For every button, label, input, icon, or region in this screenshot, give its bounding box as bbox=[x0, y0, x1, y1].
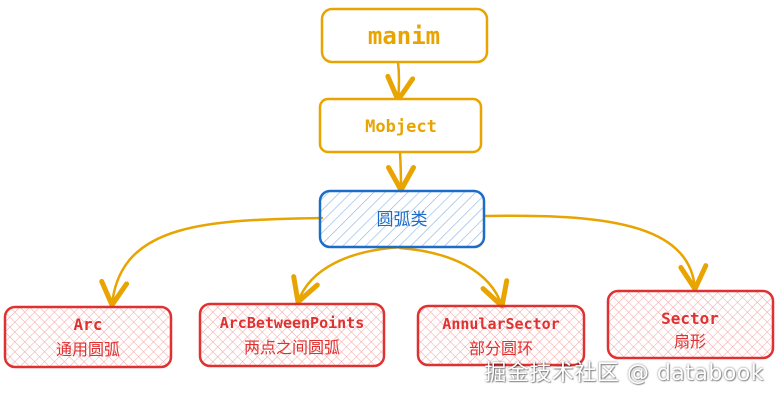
node-arc-class: 圆弧类 bbox=[318, 189, 486, 249]
node-arc-box bbox=[3, 305, 173, 369]
node-arc-between-points-box bbox=[198, 302, 386, 368]
watermark: 掘金技术社区 @ databook bbox=[484, 361, 764, 386]
node-arc-between-points-subtitle: 两点之间圆弧 bbox=[244, 338, 340, 357]
node-arc-class-box bbox=[318, 189, 486, 249]
edge-arc-class-to-sector bbox=[482, 214, 709, 292]
node-mobject-label: Mobject bbox=[365, 117, 437, 137]
node-manim-label: manim bbox=[368, 22, 440, 50]
node-annular-sector-subtitle: 部分圆环 bbox=[469, 339, 533, 358]
edge-arc-class-to-arcbetweenpoints bbox=[291, 245, 404, 305]
edge-arc-class-to-arc bbox=[99, 216, 324, 308]
node-sector-subtitle: 扇形 bbox=[674, 332, 706, 351]
node-annular-sector-title: AnnularSector bbox=[442, 315, 559, 333]
edge-manim-to-mobject bbox=[385, 60, 416, 103]
node-annular-sector-box bbox=[416, 304, 586, 367]
edge-mobject-to-arc-class bbox=[385, 150, 416, 193]
node-arc-between-points: ArcBetweenPoints 两点之间圆弧 bbox=[198, 302, 386, 368]
node-sector-title: Sector bbox=[661, 309, 719, 328]
edges bbox=[99, 60, 709, 309]
node-mobject-box bbox=[318, 97, 483, 154]
node-annular-sector: AnnularSector 部分圆环 bbox=[416, 304, 586, 367]
node-manim: manim bbox=[320, 7, 489, 64]
node-arc-title: Arc bbox=[74, 315, 103, 334]
node-arc-subtitle: 通用圆弧 bbox=[56, 340, 120, 359]
node-sector-box bbox=[606, 289, 775, 360]
node-arc: Arc 通用圆弧 bbox=[3, 305, 173, 369]
node-arc-between-points-title: ArcBetweenPoints bbox=[220, 314, 365, 332]
edge-arc-class-to-annularsector bbox=[398, 246, 510, 309]
node-arc-class-label: 圆弧类 bbox=[377, 210, 428, 230]
node-mobject: Mobject bbox=[318, 97, 483, 154]
node-sector: Sector 扇形 bbox=[606, 289, 775, 360]
node-manim-box bbox=[320, 7, 489, 64]
